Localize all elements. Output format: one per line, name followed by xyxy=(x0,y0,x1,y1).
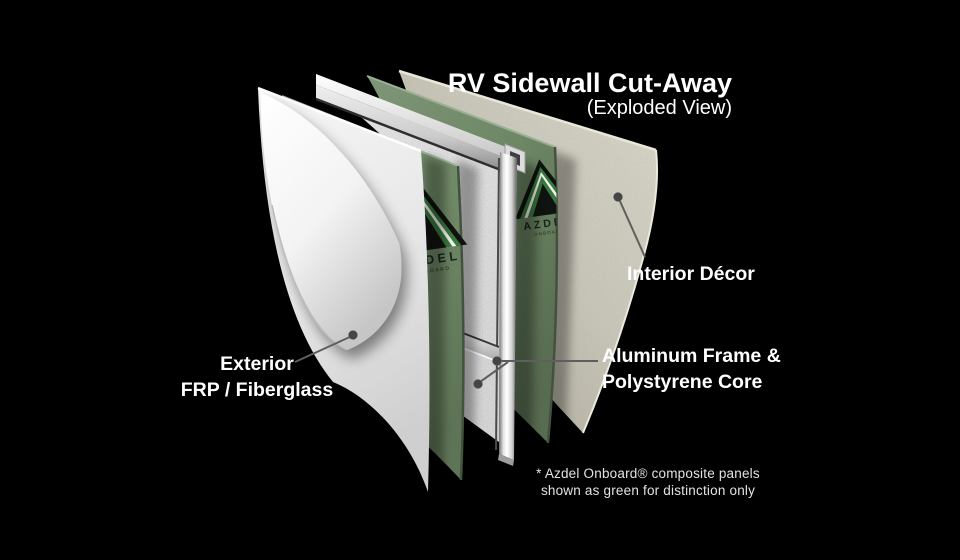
frame-right-tube xyxy=(499,152,517,460)
footnote-line1: * Azdel Onboard® composite panels xyxy=(536,466,760,481)
leader-lines xyxy=(294,192,646,389)
frame-right-tube-endcap xyxy=(498,454,514,466)
label-aluminum-frame-line1: Aluminum Frame & xyxy=(602,345,781,367)
frame-right-tube-seam xyxy=(495,157,500,451)
front-green-right-edge xyxy=(456,165,465,481)
azdel-logo-rear-subtext: ONBOARD xyxy=(534,228,565,237)
exterior-frp-panel xyxy=(257,86,430,492)
label-aluminum-frame-line2: Polystyrene Core xyxy=(602,371,763,393)
frame-top-tube-frontface xyxy=(316,85,506,171)
interior-panel-top-edge xyxy=(398,69,657,152)
leader-dot-exterior xyxy=(348,330,358,340)
leader-dot-interior xyxy=(613,192,623,202)
label-interior-decor: Interior Décor xyxy=(627,263,755,285)
corner-curl xyxy=(260,93,402,350)
footnote-line2: shown as green for distinction only xyxy=(541,483,755,498)
leader-dot-polystyrene xyxy=(473,379,483,389)
interior-panel-right-edge xyxy=(582,149,659,434)
leader-line-polystyrene xyxy=(479,361,509,383)
exterior-panel-top-edge xyxy=(257,86,422,153)
corner-curl-crease xyxy=(271,204,348,351)
leader-line-exterior xyxy=(294,335,353,363)
leader-line-interior xyxy=(618,198,646,258)
frame-top-tube-seam xyxy=(315,97,507,174)
label-exterior-line2: FRP / Fiberglass xyxy=(181,379,334,401)
page-subtitle: (Exploded View) xyxy=(587,97,732,119)
frame-top-tube-topface xyxy=(316,74,506,158)
rear-panel-top-edge xyxy=(366,75,556,148)
label-exterior-line1: Exterior xyxy=(220,353,294,375)
page-title: RV Sidewall Cut-Away xyxy=(448,68,732,98)
leader-dot-aluminum-frame xyxy=(492,356,502,366)
